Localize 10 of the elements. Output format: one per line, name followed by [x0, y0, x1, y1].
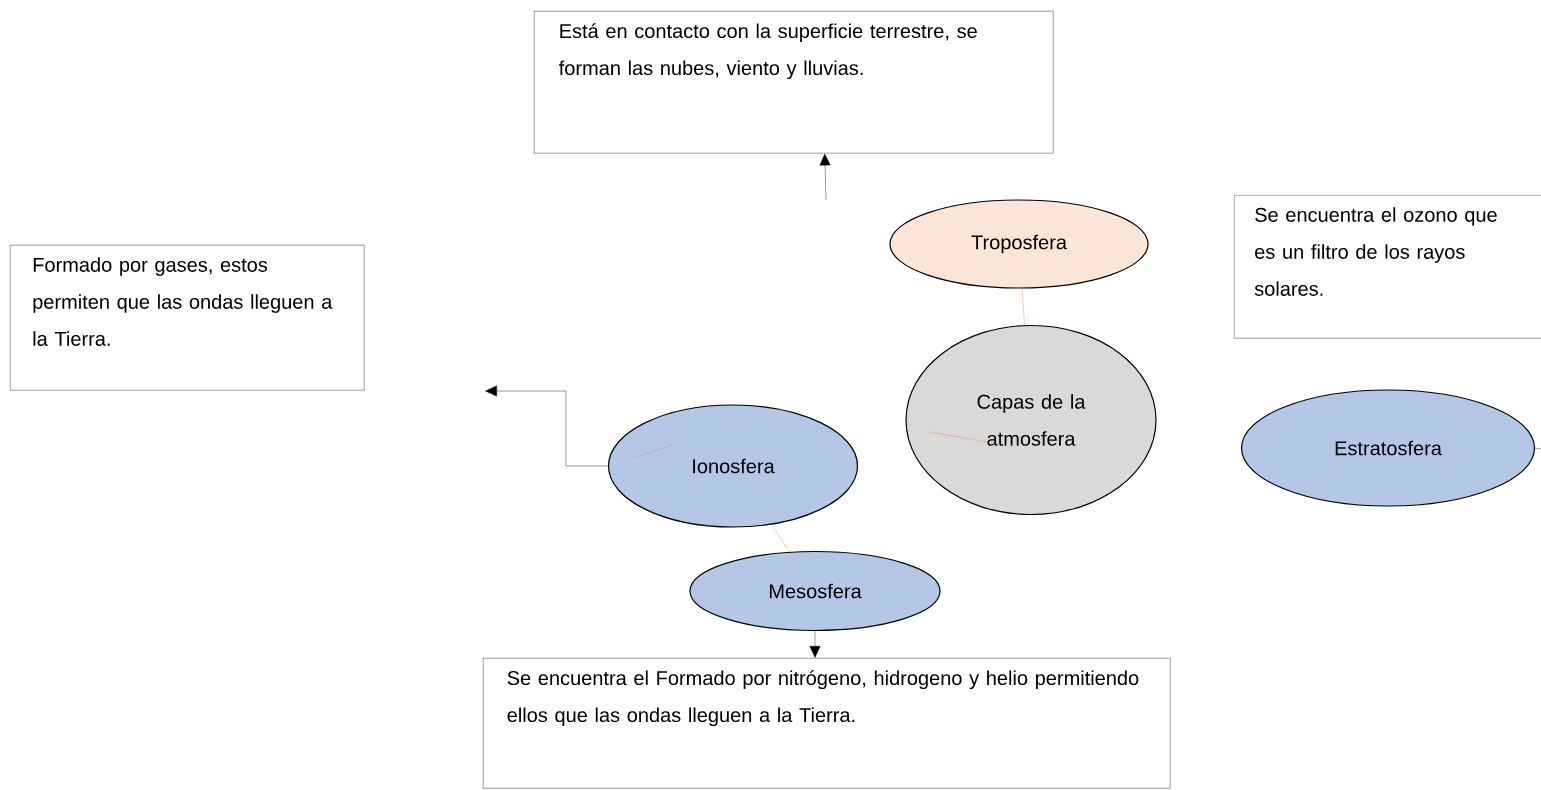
arrow: [819, 153, 831, 201]
text-box: Formado por gases, estos permiten que las ondas lleguen a la Tierra.: [10, 245, 365, 391]
connector-line: [771, 524, 790, 552]
text-box: Se encuentra el Formado por nitrógeno, hidrogeno y helio permitiendo ellos que las ondas lleguen a la Tierra.: [483, 658, 1171, 789]
connector-line: [1021, 288, 1025, 326]
arrow: [809, 630, 821, 658]
arrow: [485, 385, 609, 467]
text-box: Se encuentra el ozono que es un filtro de los rayos solares.: [1234, 195, 1541, 339]
text-box: Está en contacto con la superficie terrestre, se forman las nubes, viento y lluvias.: [534, 11, 1054, 154]
connector-line: [1534, 447, 1541, 450]
